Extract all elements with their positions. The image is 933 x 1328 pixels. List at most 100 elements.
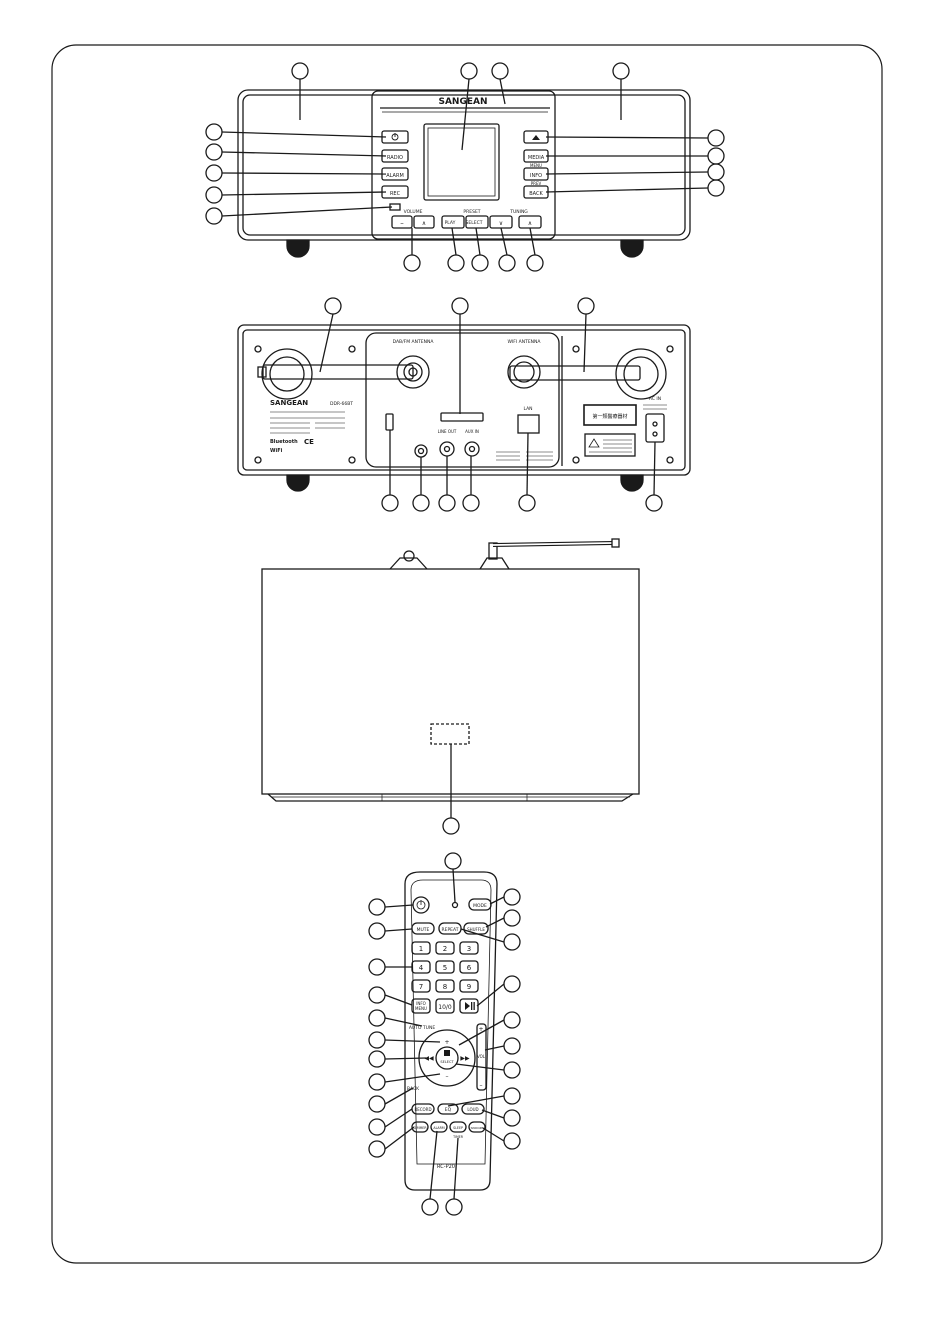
remote-dimmer-button[interactable] <box>411 1121 429 1133</box>
remote-alarm-button[interactable] <box>430 1121 448 1133</box>
remote-10-button[interactable] <box>435 998 455 1014</box>
remote-model-label: RC-P20 <box>437 1164 455 1170</box>
sticker-text: 第一類醫療器材 <box>592 413 627 420</box>
alarm-button-label: ALARM <box>386 173 404 179</box>
remote-info-label: INFO <box>416 1001 426 1006</box>
remote-select-button[interactable] <box>435 1046 459 1070</box>
remote-mute-button[interactable] <box>411 922 435 935</box>
remote-loud-label: LOUD <box>467 1107 478 1112</box>
wifi-logo-text: WiFi <box>270 448 283 454</box>
svg-text:∧: ∧ <box>528 220 532 227</box>
ac-label: AC IN <box>649 396 661 402</box>
svg-text:5: 5 <box>443 964 447 972</box>
volume-label: VOLUME <box>404 209 423 215</box>
remote-repeat-button[interactable] <box>438 922 462 935</box>
remote-info-menu-button[interactable] <box>411 998 431 1014</box>
preset-label: PRESET <box>463 209 480 215</box>
line-out-jack[interactable] <box>439 441 455 457</box>
prev-label: PREV <box>531 181 542 186</box>
svg-text:+: + <box>478 1026 483 1033</box>
remote-loud-button[interactable] <box>461 1103 485 1115</box>
svg-text:–: – <box>446 1073 449 1080</box>
lan-label: LAN <box>523 406 532 412</box>
remote-snooze-label: SNOOZE <box>471 1126 484 1130</box>
front-callouts <box>205 62 725 272</box>
media-button-label: MEDIA <box>528 155 545 161</box>
usb-port[interactable] <box>385 413 394 431</box>
remote-dimmer-label: DIMMER <box>413 1126 427 1130</box>
dock-port[interactable] <box>440 412 484 422</box>
aux-in-label: AUX IN <box>465 429 479 434</box>
nfc-area <box>430 723 470 745</box>
radio-button-label: RADIO <box>387 155 403 161</box>
play-label: PLAY <box>445 220 456 226</box>
volume-down-button[interactable] <box>391 215 413 229</box>
remote-record-label: RECORD <box>414 1107 431 1112</box>
rear-callouts <box>319 297 663 512</box>
headphone-jack[interactable] <box>414 444 428 458</box>
remote-callouts <box>368 852 521 1216</box>
remote-alarm-label: ALARM <box>433 1126 444 1130</box>
remote-10-label: 10/0 <box>438 1004 452 1011</box>
svg-text:+: + <box>444 1039 449 1046</box>
line-out-label: LINE OUT <box>438 429 457 434</box>
front-brand: SANGEAN <box>438 97 487 107</box>
svg-text:2: 2 <box>443 945 447 953</box>
remote-menu-label: MENU <box>415 1006 427 1011</box>
svg-text:–: – <box>400 219 404 227</box>
svg-text:▶▶: ▶▶ <box>460 1055 470 1062</box>
remote-mode-button[interactable] <box>468 898 492 911</box>
svg-text:–: – <box>480 1082 483 1089</box>
info-button-label: INFO <box>530 173 542 179</box>
remote-eq-label: EQ <box>445 1107 452 1113</box>
remote-back-label: BACK <box>407 1086 420 1092</box>
tuning-label: TUNING <box>509 209 528 215</box>
remote-sleep-button[interactable] <box>449 1121 467 1133</box>
remote-shuffle-label: SHUFFLE <box>467 927 485 932</box>
ac-socket[interactable] <box>645 413 665 443</box>
remote-auto-tune-label: AUTO TUNE <box>409 1025 436 1031</box>
svg-text:6: 6 <box>467 964 472 972</box>
remote-repeat-label: REPEAT <box>441 927 458 933</box>
svg-text:∧: ∧ <box>422 220 426 227</box>
bluetooth-logo-text: Bluetooth <box>270 439 298 445</box>
svg-text:∨: ∨ <box>499 220 503 227</box>
ce-mark-text: CE <box>304 438 314 446</box>
remote-snooze-button[interactable] <box>468 1121 486 1133</box>
svg-text:8: 8 <box>443 983 447 991</box>
aux-in-jack[interactable] <box>464 441 480 457</box>
rear-view: DAB/FM ANTENNA WIFI ANTENNA SANGEAN DDR-… <box>237 324 691 492</box>
svg-text:◀◀: ◀◀ <box>424 1055 434 1062</box>
dab-antenna-label: DAB/FM ANTENNA <box>393 339 435 345</box>
front-display <box>423 123 500 201</box>
medical-sticker <box>583 404 637 426</box>
remote-timer-label: TIMER <box>452 1135 464 1139</box>
remote-control: MODE MUTE REPEAT SHUFFLE 1 2 3 4 5 6 7 8… <box>404 871 498 1191</box>
rear-brand: SANGEAN <box>270 399 308 407</box>
volume-up-button[interactable] <box>413 215 435 229</box>
page-frame <box>51 44 883 1264</box>
remote-sleep-label: SLEEP <box>453 1126 463 1130</box>
remote-keypad: 1 2 3 4 5 6 7 8 9 <box>411 941 479 993</box>
remote-select-label: SELECT <box>440 1060 454 1064</box>
remote-mode-label: MODE <box>473 903 487 909</box>
svg-text:1: 1 <box>419 945 423 953</box>
remote-volume-rocker[interactable] <box>476 1023 487 1091</box>
remote-mute-label: MUTE <box>417 927 430 933</box>
wifi-antenna-label: WIFI ANTENNA <box>508 339 542 345</box>
menu-label: MENU <box>530 163 542 168</box>
back-button-label: BACK <box>529 191 543 197</box>
rec-button-label: REC <box>390 191 401 197</box>
lan-port[interactable] <box>517 414 540 434</box>
remote-eq-button[interactable] <box>437 1103 459 1115</box>
play-pause-button[interactable] <box>441 215 465 229</box>
top-view <box>261 538 640 802</box>
select-button[interactable] <box>465 215 489 229</box>
svg-text:7: 7 <box>419 983 423 991</box>
svg-text:9: 9 <box>467 983 471 991</box>
select-label: SELECT <box>466 220 483 226</box>
remote-vol-label: VOL <box>477 1054 486 1059</box>
svg-text:3: 3 <box>467 945 471 953</box>
top-callouts <box>442 744 460 835</box>
